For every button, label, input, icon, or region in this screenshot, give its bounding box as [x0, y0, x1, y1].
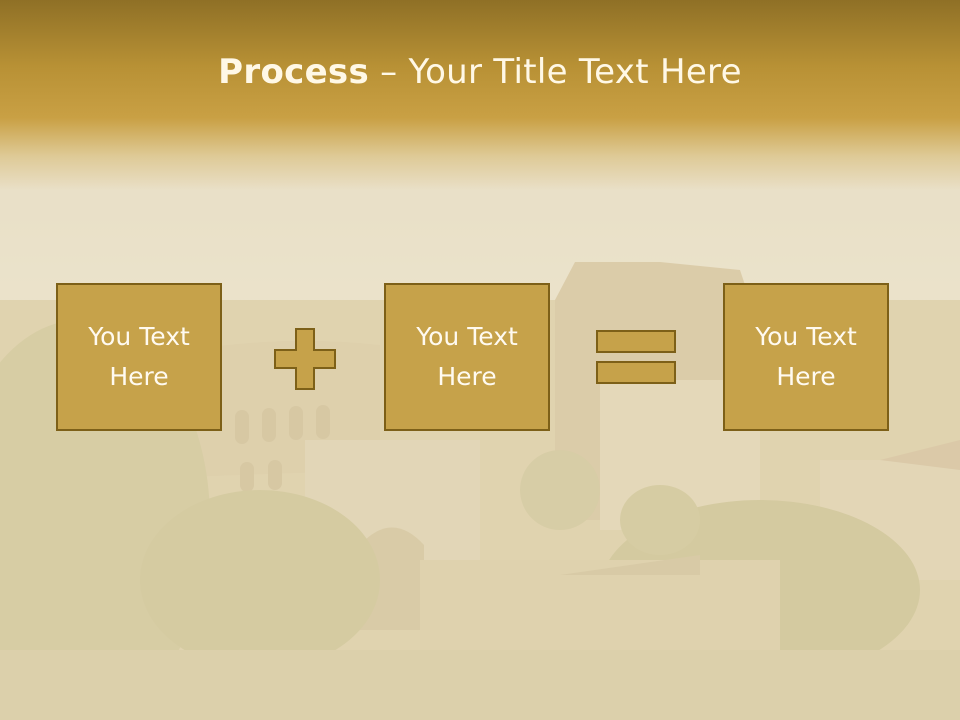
title-bold: Process: [218, 52, 370, 92]
equals-icon: [596, 330, 676, 384]
process-box-2-label: You Text Here: [416, 322, 518, 391]
process-box-3-label: You Text Here: [755, 322, 857, 391]
title-dash: –: [369, 52, 409, 92]
title-rest: Your Title Text Here: [408, 52, 742, 92]
process-box-1-label: You Text Here: [88, 322, 190, 391]
title-band: [0, 0, 960, 190]
process-box-1[interactable]: You Text Here: [56, 283, 222, 431]
process-box-2[interactable]: You Text Here: [384, 283, 550, 431]
page-title: Process – Your Title Text Here: [0, 52, 960, 92]
process-box-3[interactable]: You Text Here: [723, 283, 889, 431]
plus-icon: [274, 328, 336, 390]
